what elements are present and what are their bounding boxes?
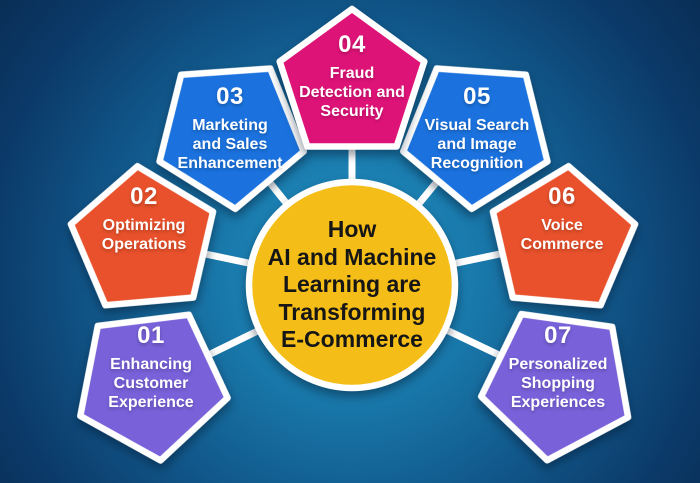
pentagon-02 (67, 163, 217, 309)
node-05-label: Visual Search and Image Recognition (424, 117, 530, 172)
node-06: 06 Voice Commerce (482, 184, 642, 254)
node-03: 03 Marketing and Sales Enhancement (150, 84, 310, 173)
center-circle (245, 178, 459, 392)
node-07-label: Personalized Shopping Experiences (508, 356, 608, 411)
pentagon-01 (77, 311, 231, 464)
node-02-label: Optimizing Operations (101, 217, 187, 253)
node-05: 05 Visual Search and Image Recognition (397, 84, 557, 173)
pentagon-07 (477, 310, 632, 464)
pentagon-06 (489, 163, 639, 309)
center-title: How AI and Machine Learning are Transfor… (267, 216, 437, 352)
node-03-number: 03 (216, 83, 244, 110)
node-01-number: 01 (137, 322, 165, 349)
node-06-label: Voice Commerce (520, 217, 604, 253)
node-01-label: Enhancing Customer Experience (108, 356, 194, 411)
pentagon-04 (276, 5, 428, 150)
node-06-number: 06 (548, 183, 576, 210)
node-03-label: Marketing and Sales Enhancement (177, 117, 283, 172)
node-04-number: 04 (338, 31, 366, 58)
node-07: 07 Personalized Shopping Experiences (478, 323, 638, 412)
node-04-label: Fraud Detection and Security (299, 65, 405, 120)
node-02-number: 02 (130, 183, 158, 210)
node-05-number: 05 (463, 83, 491, 110)
node-04: 04 Fraud Detection and Security (272, 32, 432, 121)
pentagon-05 (400, 65, 551, 213)
pentagon-03 (156, 65, 307, 213)
node-07-number: 07 (544, 322, 572, 349)
node-02: 02 Optimizing Operations (64, 184, 224, 254)
node-01: 01 Enhancing Customer Experience (71, 323, 231, 412)
